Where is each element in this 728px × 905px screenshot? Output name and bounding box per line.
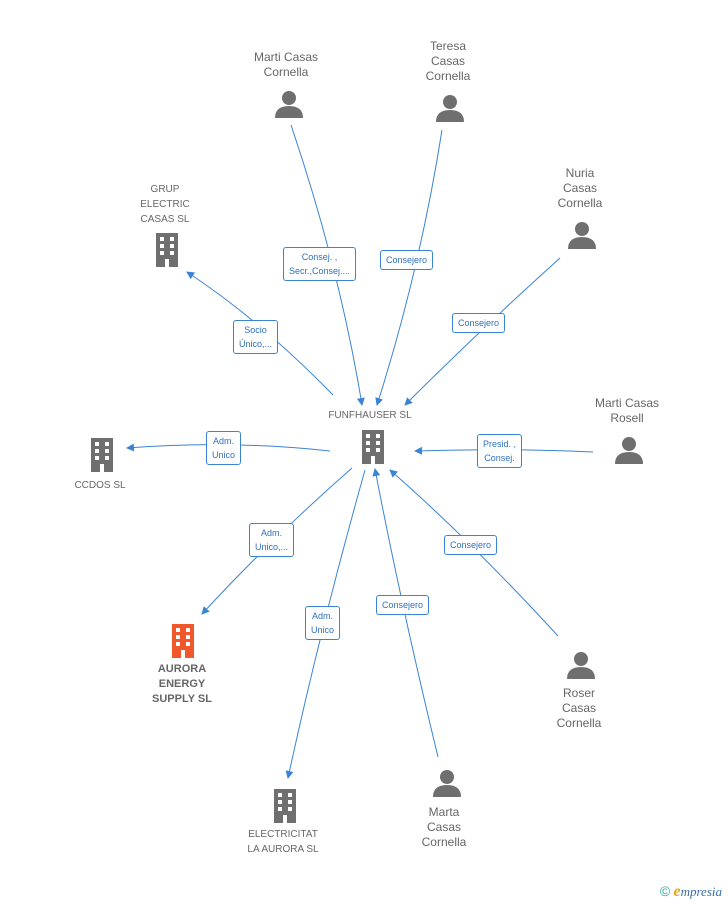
person-label-marti-casas-cornella: Marti Casas Cornella bbox=[253, 50, 318, 79]
building-icon[interactable] bbox=[168, 624, 198, 658]
person-icon[interactable] bbox=[275, 90, 303, 118]
edge-label-aurora: Adm. Unico,... bbox=[249, 523, 295, 557]
edge-label-marta: Consejero bbox=[376, 595, 430, 615]
company-label-grup-electric: GRUP ELECTRIC CASAS SL bbox=[140, 184, 190, 225]
person-label-roser: Roser Casas Cornella bbox=[556, 686, 602, 730]
building-icon[interactable] bbox=[358, 430, 388, 464]
person-icon[interactable] bbox=[568, 221, 596, 249]
building-icon[interactable] bbox=[270, 789, 300, 823]
edge-label-grup-electric: Socio Único,... bbox=[233, 320, 279, 354]
edge-label-roser: Consejero bbox=[444, 535, 498, 555]
brand-watermark: © empresia bbox=[660, 883, 722, 901]
person-label-marta: Marta Casas Cornella bbox=[421, 805, 467, 849]
edge-label-marti-casas-cornella: Consej. , Secr.,Consej.... bbox=[283, 247, 357, 281]
edge-label-teresa: Consejero bbox=[380, 250, 434, 270]
edge-label-ccdos: Adm. Unico bbox=[206, 431, 242, 465]
center-company-label: FUNFHAUSER SL bbox=[328, 410, 412, 421]
person-icon[interactable] bbox=[436, 94, 464, 122]
edge-label-marti-casas-rosell: Presid. , Consej. bbox=[477, 434, 523, 468]
company-label-electricitat: ELECTRICITAT LA AURORA SL bbox=[247, 829, 319, 855]
person-icon[interactable] bbox=[433, 769, 461, 797]
person-label-marti-casas-rosell: Marti Casas Rosell bbox=[594, 396, 659, 425]
person-label-nuria: Nuria Casas Cornella bbox=[557, 166, 603, 210]
brand-logo: empresia bbox=[673, 883, 722, 900]
edge-label-nuria: Consejero bbox=[452, 313, 506, 333]
building-icon[interactable] bbox=[152, 233, 182, 267]
edge-label-electricitat: Adm. Unico bbox=[305, 606, 341, 640]
copyright-icon: © bbox=[659, 883, 671, 899]
person-label-teresa: Teresa Casas Cornella bbox=[425, 39, 471, 83]
person-icon[interactable] bbox=[615, 436, 643, 464]
company-label-ccdos: CCDOS SL bbox=[74, 480, 126, 491]
person-icon[interactable] bbox=[567, 651, 595, 679]
building-icon[interactable] bbox=[87, 438, 117, 472]
company-label-aurora: AURORA ENERGY SUPPLY SL bbox=[152, 663, 212, 705]
